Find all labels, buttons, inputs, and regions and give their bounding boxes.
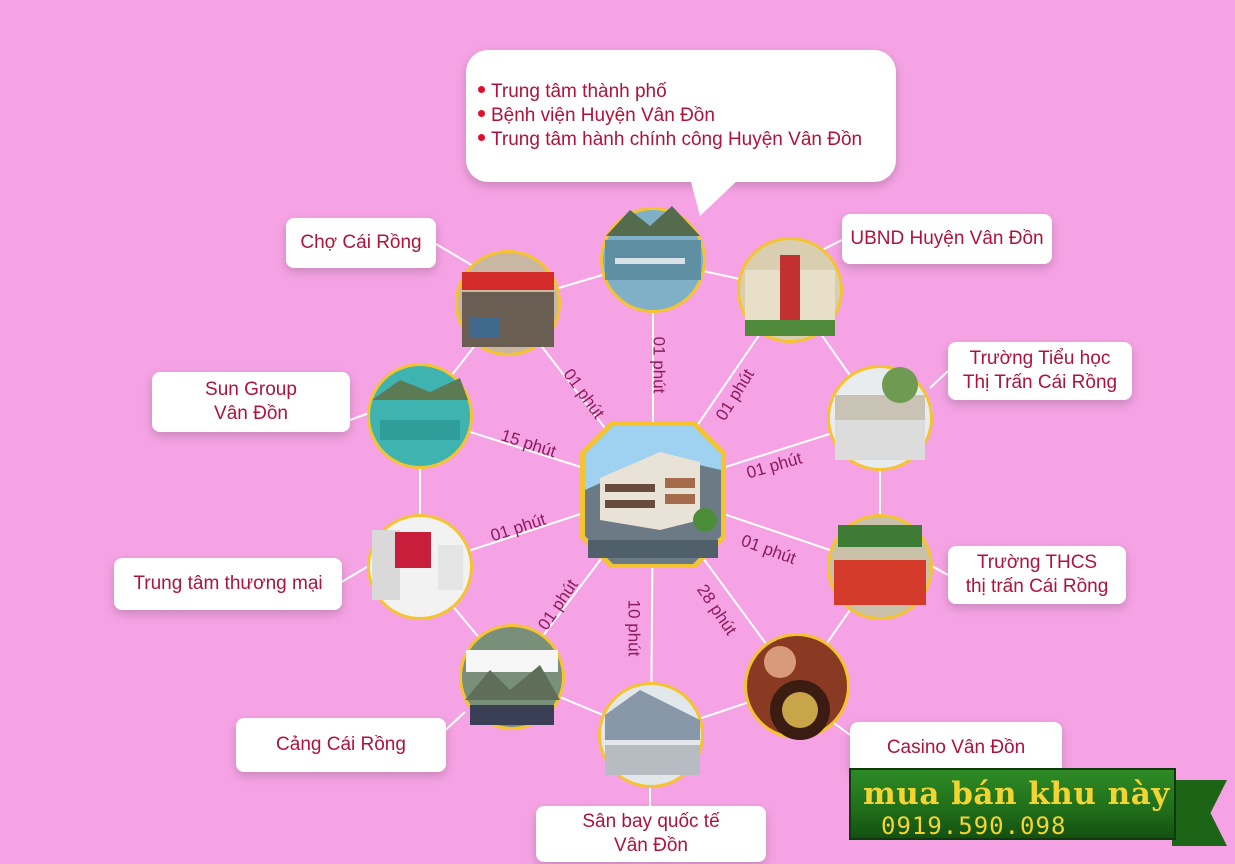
bullet-icon xyxy=(478,110,485,118)
bullet-icon xyxy=(478,86,485,94)
label-cho-cai-rong: Chợ Cái Rồng xyxy=(286,218,436,268)
callout-item: Trung tâm thành phố xyxy=(478,80,896,104)
callout-item: Trung tâm hành chính công Huyện Vân Đồn xyxy=(478,128,896,152)
photo-mall xyxy=(367,514,473,620)
photo-airport xyxy=(598,682,704,788)
photo-market xyxy=(455,250,561,356)
photo-casino xyxy=(744,633,850,740)
photo-sun-group xyxy=(367,363,473,469)
time-airport: 10 phút xyxy=(624,599,644,657)
photo-port xyxy=(459,624,565,730)
label-casino: Casino Vân Đồn xyxy=(850,722,1062,774)
banner-title: mua bán khu này xyxy=(863,776,1170,812)
photo-ubnd xyxy=(737,237,843,343)
callout-item: Bệnh viện Huyện Vân Đồn xyxy=(478,104,896,128)
top-callout: Trung tâm thành phố Bệnh viện Huyện Vân … xyxy=(466,50,896,182)
label-mall: Trung tâm thương mại xyxy=(114,558,342,610)
label-ubnd: UBND Huyện Vân Đồn xyxy=(842,214,1052,264)
banner-phone: 0919.590.098 xyxy=(881,812,1067,840)
time-city: 01 phút xyxy=(649,336,669,394)
photo-harbor xyxy=(600,206,706,313)
center-project-image xyxy=(580,422,726,568)
callout-tail xyxy=(690,178,740,216)
promo-banner: mua bán khu này 0919.590.098 xyxy=(849,768,1176,840)
photo-thcs xyxy=(827,514,933,620)
bullet-icon xyxy=(478,134,485,142)
label-port: Cảng Cái Rồng xyxy=(236,718,446,772)
photo-primary-school xyxy=(827,365,933,471)
